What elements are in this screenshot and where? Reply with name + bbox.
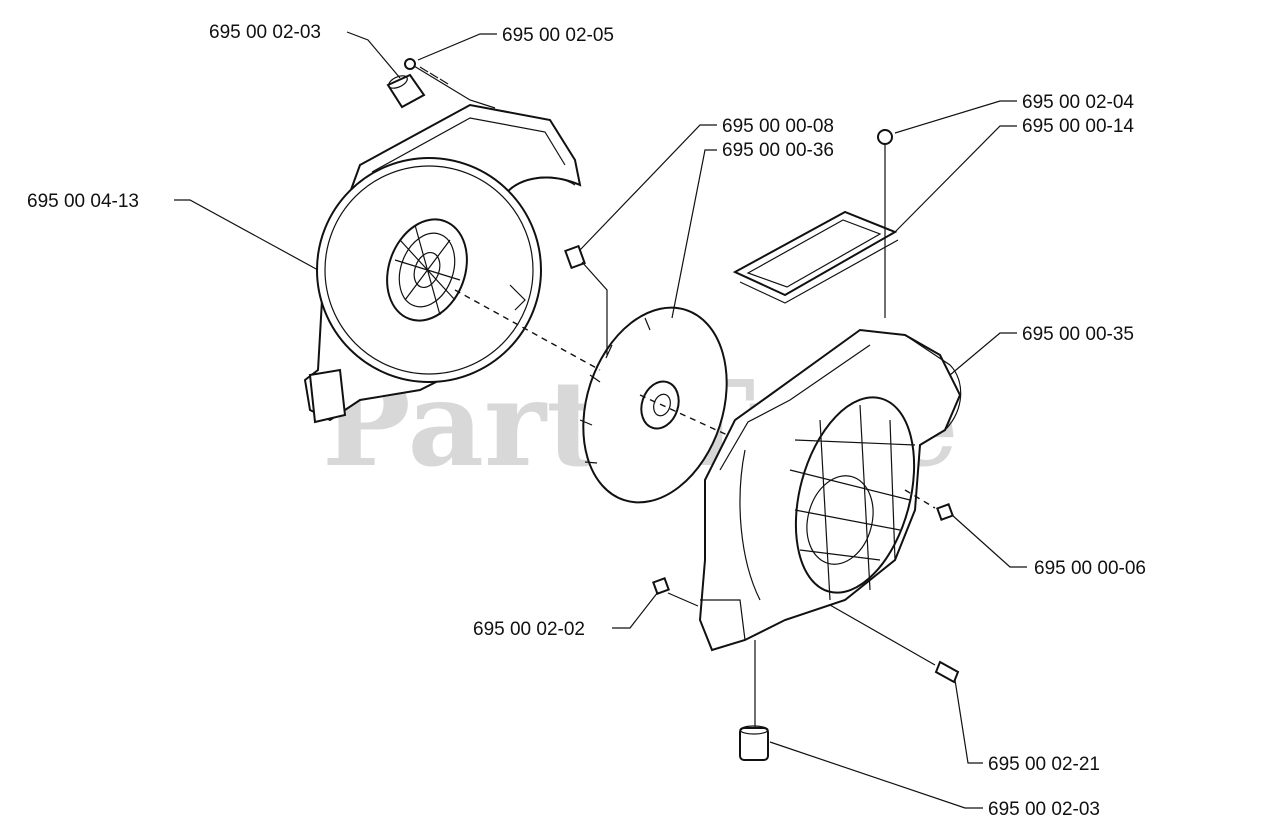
screw-top (404, 58, 496, 109)
nut-bottom-left (652, 577, 699, 607)
label-part-6: 695 00 02-04 (1022, 92, 1134, 113)
label-part-9: 695 00 00-06 (1034, 558, 1146, 579)
left-housing (303, 103, 582, 424)
label-part-10: 695 00 02-02 (473, 619, 585, 640)
nut-right (936, 503, 954, 521)
label-part-2: 695 00 02-05 (502, 25, 614, 46)
pin-top-right (877, 129, 893, 318)
label-part-4: 695 00 00-08 (722, 116, 834, 137)
label-part-5: 695 00 00-36 (722, 140, 834, 161)
leader-lines (174, 31, 1027, 809)
screw-bottom (829, 604, 960, 684)
rubber-mount-top (386, 73, 426, 109)
part-labels: 695 00 02-03 695 00 02-05 695 00 04-13 6… (27, 22, 1146, 820)
fan-nut (564, 244, 608, 355)
label-part-11: 695 00 02-21 (988, 754, 1100, 775)
rubber-mount-bottom (739, 640, 769, 761)
label-part-8: 695 00 00-35 (1022, 324, 1134, 345)
fan-impeller (579, 306, 728, 504)
label-part-1: 695 00 02-03 (209, 22, 321, 43)
label-part-7: 695 00 00-14 (1022, 116, 1134, 137)
label-part-12: 695 00 02-03 (988, 799, 1100, 820)
label-part-3: 695 00 04-13 (27, 191, 139, 212)
cover-plate (732, 210, 899, 304)
right-housing (698, 328, 962, 652)
